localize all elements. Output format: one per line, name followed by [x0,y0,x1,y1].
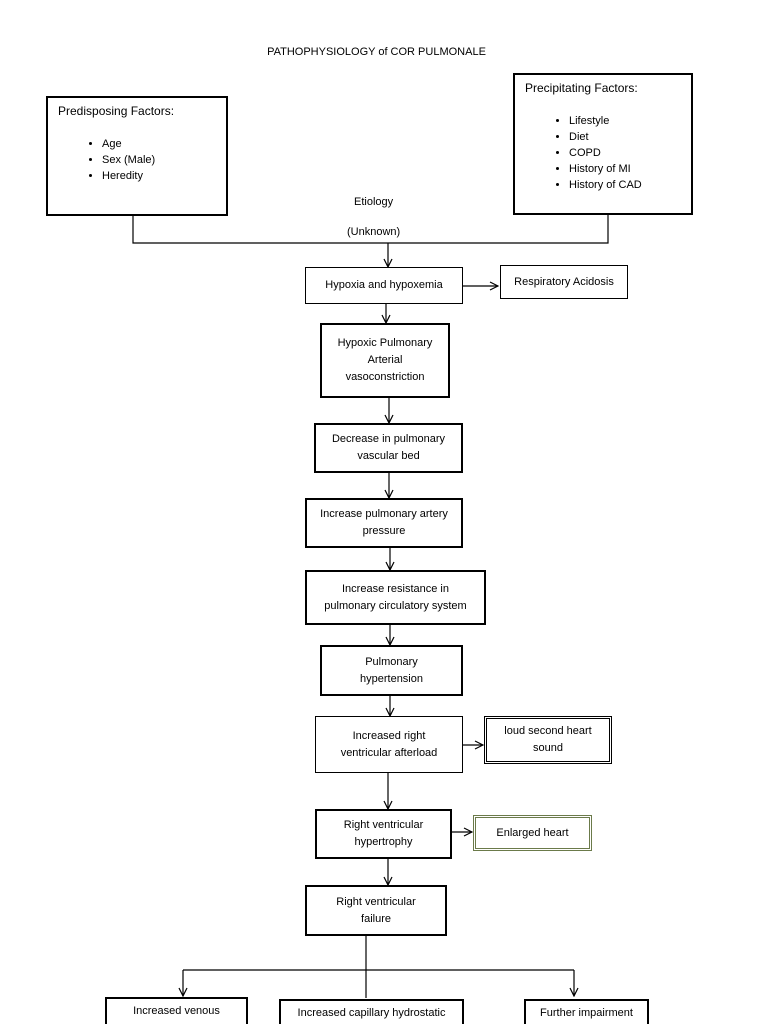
node-label: hypertrophy [354,836,413,848]
precipitating-item: Lifestyle [569,113,642,129]
node-label: pressure [362,525,406,537]
predisposing-list: Age Sex (Male) Heredity [70,136,155,184]
node-label: Right ventricular [336,895,416,908]
predisposing-item: Heredity [102,168,155,184]
node-increased-capillary: Increased capillary hydrostatic [279,999,464,1024]
node-label: hypertension [360,672,423,685]
precipitating-item: History of CAD [569,177,642,193]
node-respiratory-acidosis: Respiratory Acidosis [500,265,628,299]
node-label: Arterial [367,354,403,366]
etiology-label: Etiology [354,196,394,208]
node-hypoxic-vasoconstriction: Hypoxic Pulmonary Arterial vasoconstrict… [320,323,450,398]
connector-precipitating [388,215,609,244]
precipitating-list: Lifestyle Diet COPD History of MI Histor… [537,113,642,193]
node-label: Increase pulmonary artery [320,508,448,520]
node-rv-hypertrophy: Right ventricular hypertrophy [315,809,452,859]
node-hypoxia: Hypoxia and hypoxemia [305,267,463,304]
node-label: Further impairment [540,1007,633,1019]
node-label: Respiratory Acidosis [514,275,614,288]
node-label: Increased capillary hydrostatic [297,1007,446,1019]
precipitating-item: Diet [569,129,642,145]
node-label: Increased venous [133,1005,220,1017]
node-label: Increased right [352,729,426,742]
node-label: Pulmonary [365,655,418,668]
node-label: Hypoxia and hypoxemia [325,279,443,291]
predisposing-item: Age [102,136,155,152]
predisposing-heading: Predisposing Factors: [58,104,175,118]
page-title: PATHOPHYSIOLOGY of COR PULMONALE [267,46,486,58]
node-label: failure [361,912,391,925]
node-label: Decrease in pulmonary [331,433,446,445]
node-label: Enlarged heart [496,826,569,839]
node-increase-artery-pressure: Increase pulmonary artery pressure [305,498,463,548]
node-label: loud second heart [504,725,592,737]
node-enlarged-heart: Enlarged heart [473,815,592,851]
predisposing-factors-box: Predisposing Factors: Age Sex (Male) Her… [46,96,228,216]
connector-predisposing [132,215,388,244]
node-loud-second-heart-sound: loud second heart sound [484,716,612,764]
predisposing-item: Sex (Male) [102,152,155,168]
node-label: ventricular afterload [340,746,438,759]
precipitating-item: History of MI [569,161,642,177]
node-pulmonary-hypertension: Pulmonary hypertension [320,645,463,696]
node-increased-venous: Increased venous [105,997,248,1024]
etiology-unknown-label: (Unknown) [347,226,401,238]
node-increase-resistance: Increase resistance in pulmonary circula… [305,570,486,625]
precipitating-factors-box: Precipitating Factors: Lifestyle Diet CO… [513,73,693,215]
node-further-impairment: Further impairment [524,999,649,1024]
node-rv-afterload: Increased right ventricular afterload [315,716,463,773]
node-label: sound [533,742,563,754]
node-label: Hypoxic Pulmonary [337,337,433,349]
node-label: vasoconstriction [345,371,425,383]
node-label: Increase resistance in [342,582,449,595]
precipitating-item: COPD [569,145,642,161]
node-decrease-vascular-bed: Decrease in pulmonary vascular bed [314,423,463,473]
node-rv-failure: Right ventricular failure [305,885,447,936]
node-label: Right ventricular [343,819,424,831]
precipitating-heading: Precipitating Factors: [525,81,638,95]
node-label: vascular bed [357,450,420,462]
node-label: pulmonary circulatory system [324,599,467,612]
